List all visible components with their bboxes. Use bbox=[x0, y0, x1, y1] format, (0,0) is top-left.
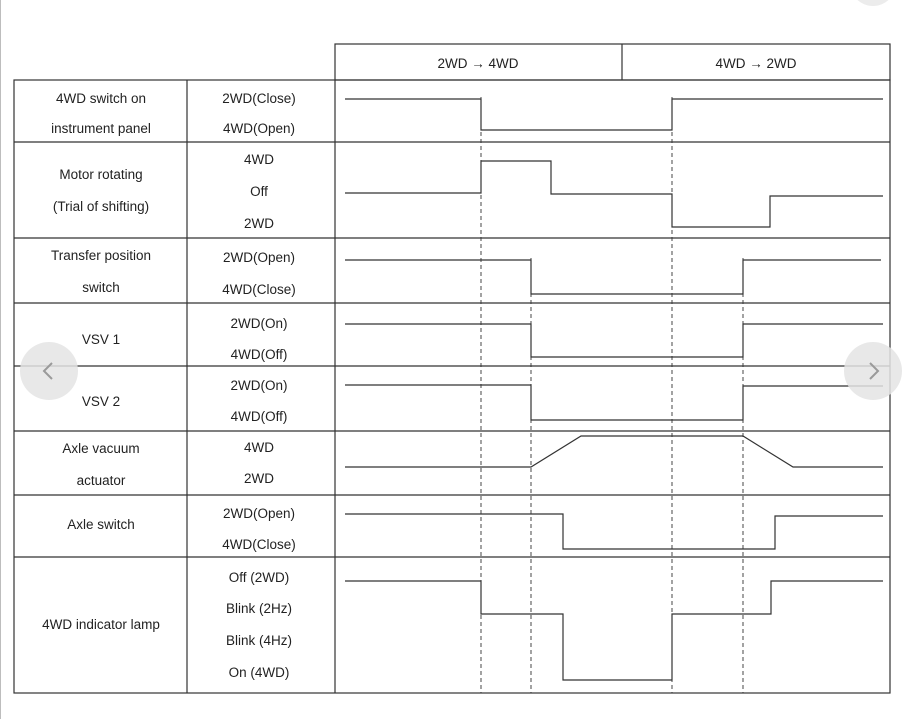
prev-slide-button[interactable] bbox=[20, 342, 78, 400]
phase-label-4wd-to-2wd: 4WD → 2WD bbox=[716, 56, 797, 71]
wave-indicator-lamp bbox=[345, 580, 883, 681]
wave-axle-actuator bbox=[345, 435, 883, 468]
row-name-indicator-lamp: 4WD indicator lamp bbox=[42, 617, 160, 632]
state-label: 4WD(Open) bbox=[223, 121, 295, 136]
row-name-transfer-switch: Transfer position bbox=[51, 248, 151, 263]
state-label: 2WD(On) bbox=[231, 378, 288, 393]
wave-4wd-switch bbox=[345, 98, 883, 131]
waveforms bbox=[345, 98, 883, 681]
state-label: 2WD(Close) bbox=[222, 91, 296, 106]
state-label: 2WD(Open) bbox=[223, 250, 295, 265]
state-label: On (4WD) bbox=[229, 665, 290, 680]
state-label: 4WD(Close) bbox=[222, 282, 296, 297]
row-name-axle-actuator: actuator bbox=[77, 473, 126, 488]
row-name-axle-actuator: Axle vacuum bbox=[62, 441, 139, 456]
row-name-motor: (Trial of shifting) bbox=[53, 199, 149, 214]
row-name-vsv1: VSV 1 bbox=[82, 332, 120, 347]
state-label: 2WD bbox=[244, 471, 274, 486]
wave-vsv2 bbox=[345, 384, 883, 421]
table-grid bbox=[13, 43, 891, 694]
wave-motor bbox=[345, 160, 883, 228]
row-name-motor: Motor rotating bbox=[59, 167, 142, 182]
row-name-vsv2: VSV 2 bbox=[82, 394, 120, 409]
frame-edge bbox=[0, 0, 1, 719]
chevron-right-icon bbox=[869, 362, 880, 380]
state-label: 4WD(Off) bbox=[231, 409, 288, 424]
state-label: 2WD bbox=[244, 216, 274, 231]
state-label: 2WD(Open) bbox=[223, 506, 295, 521]
next-slide-button[interactable] bbox=[844, 342, 902, 400]
row-name-axle-switch: Axle switch bbox=[67, 517, 135, 532]
state-label: Off (2WD) bbox=[229, 570, 290, 585]
phase-label-2wd-to-4wd: 2WD → 4WD bbox=[438, 56, 519, 71]
phase-header-box bbox=[334, 43, 891, 81]
state-label: 4WD(Close) bbox=[222, 537, 296, 552]
wave-transfer-switch bbox=[345, 259, 881, 295]
state-label: 4WD(Off) bbox=[231, 347, 288, 362]
row-name-4wd-switch: 4WD switch on bbox=[56, 91, 146, 106]
state-label: 4WD bbox=[244, 152, 274, 167]
state-label: Blink (2Hz) bbox=[226, 601, 292, 616]
state-label: 2WD(On) bbox=[231, 316, 288, 331]
state-label: Blink (4Hz) bbox=[226, 633, 292, 648]
wave-vsv1 bbox=[345, 323, 883, 358]
chevron-left-icon bbox=[42, 362, 53, 380]
row-name-transfer-switch: switch bbox=[82, 280, 120, 295]
corner-decoration bbox=[850, 0, 896, 6]
state-label: 4WD bbox=[244, 440, 274, 455]
state-label: Off bbox=[250, 184, 268, 199]
wave-axle-switch bbox=[345, 513, 883, 550]
row-name-4wd-switch: instrument panel bbox=[51, 121, 151, 136]
timing-guides bbox=[480, 97, 744, 693]
